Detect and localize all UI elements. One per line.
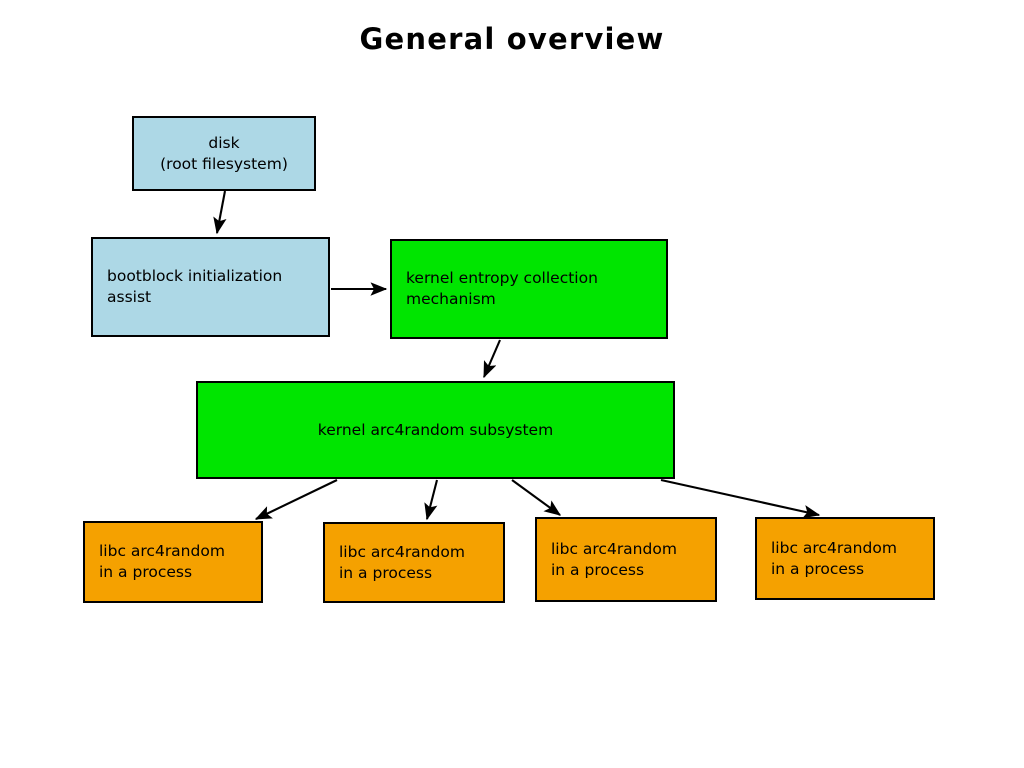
node-kernel-entropy-collection-mechanism[interactable]: kernel entropy collection mechanism: [390, 239, 668, 339]
node-arc4random-label: kernel arc4random subsystem: [317, 420, 554, 439]
node-entropy-label: kernel entropy collection mechanism: [406, 269, 598, 308]
node-libc-arc4random-process-2[interactable]: libc arc4random in a process: [323, 522, 505, 603]
edge-arc4random-to-libc2: [424, 479, 439, 521]
node-disk-label: disk (root filesystem): [160, 133, 288, 173]
node-libc4-label: libc arc4random in a process: [771, 538, 897, 578]
node-libc3-label: libc arc4random in a process: [551, 539, 677, 579]
edge-entropy-to-arc4random: [483, 339, 501, 379]
node-libc2-label: libc arc4random in a process: [339, 542, 465, 582]
edge-arc4random-to-libc4: [660, 478, 821, 519]
diagram-title: General overview: [359, 22, 665, 56]
node-libc-arc4random-process-3[interactable]: libc arc4random in a process: [535, 517, 717, 602]
node-bootblock-label: bootblock initialization assist: [107, 267, 283, 306]
node-bootblock-initialization-assist[interactable]: bootblock initialization assist: [91, 237, 330, 337]
node-kernel-arc4random-subsystem[interactable]: kernel arc4random subsystem: [196, 381, 675, 479]
edge-disk-to-bootblock: [213, 190, 227, 235]
node-disk[interactable]: disk (root filesystem): [132, 116, 316, 191]
edge-arc4random-to-libc3: [511, 479, 562, 516]
edge-arc4random-to-libc1: [254, 479, 338, 520]
node-libc-arc4random-process-1[interactable]: libc arc4random in a process: [83, 521, 263, 603]
node-libc-arc4random-process-4[interactable]: libc arc4random in a process: [755, 517, 935, 600]
node-libc1-label: libc arc4random in a process: [99, 542, 225, 581]
